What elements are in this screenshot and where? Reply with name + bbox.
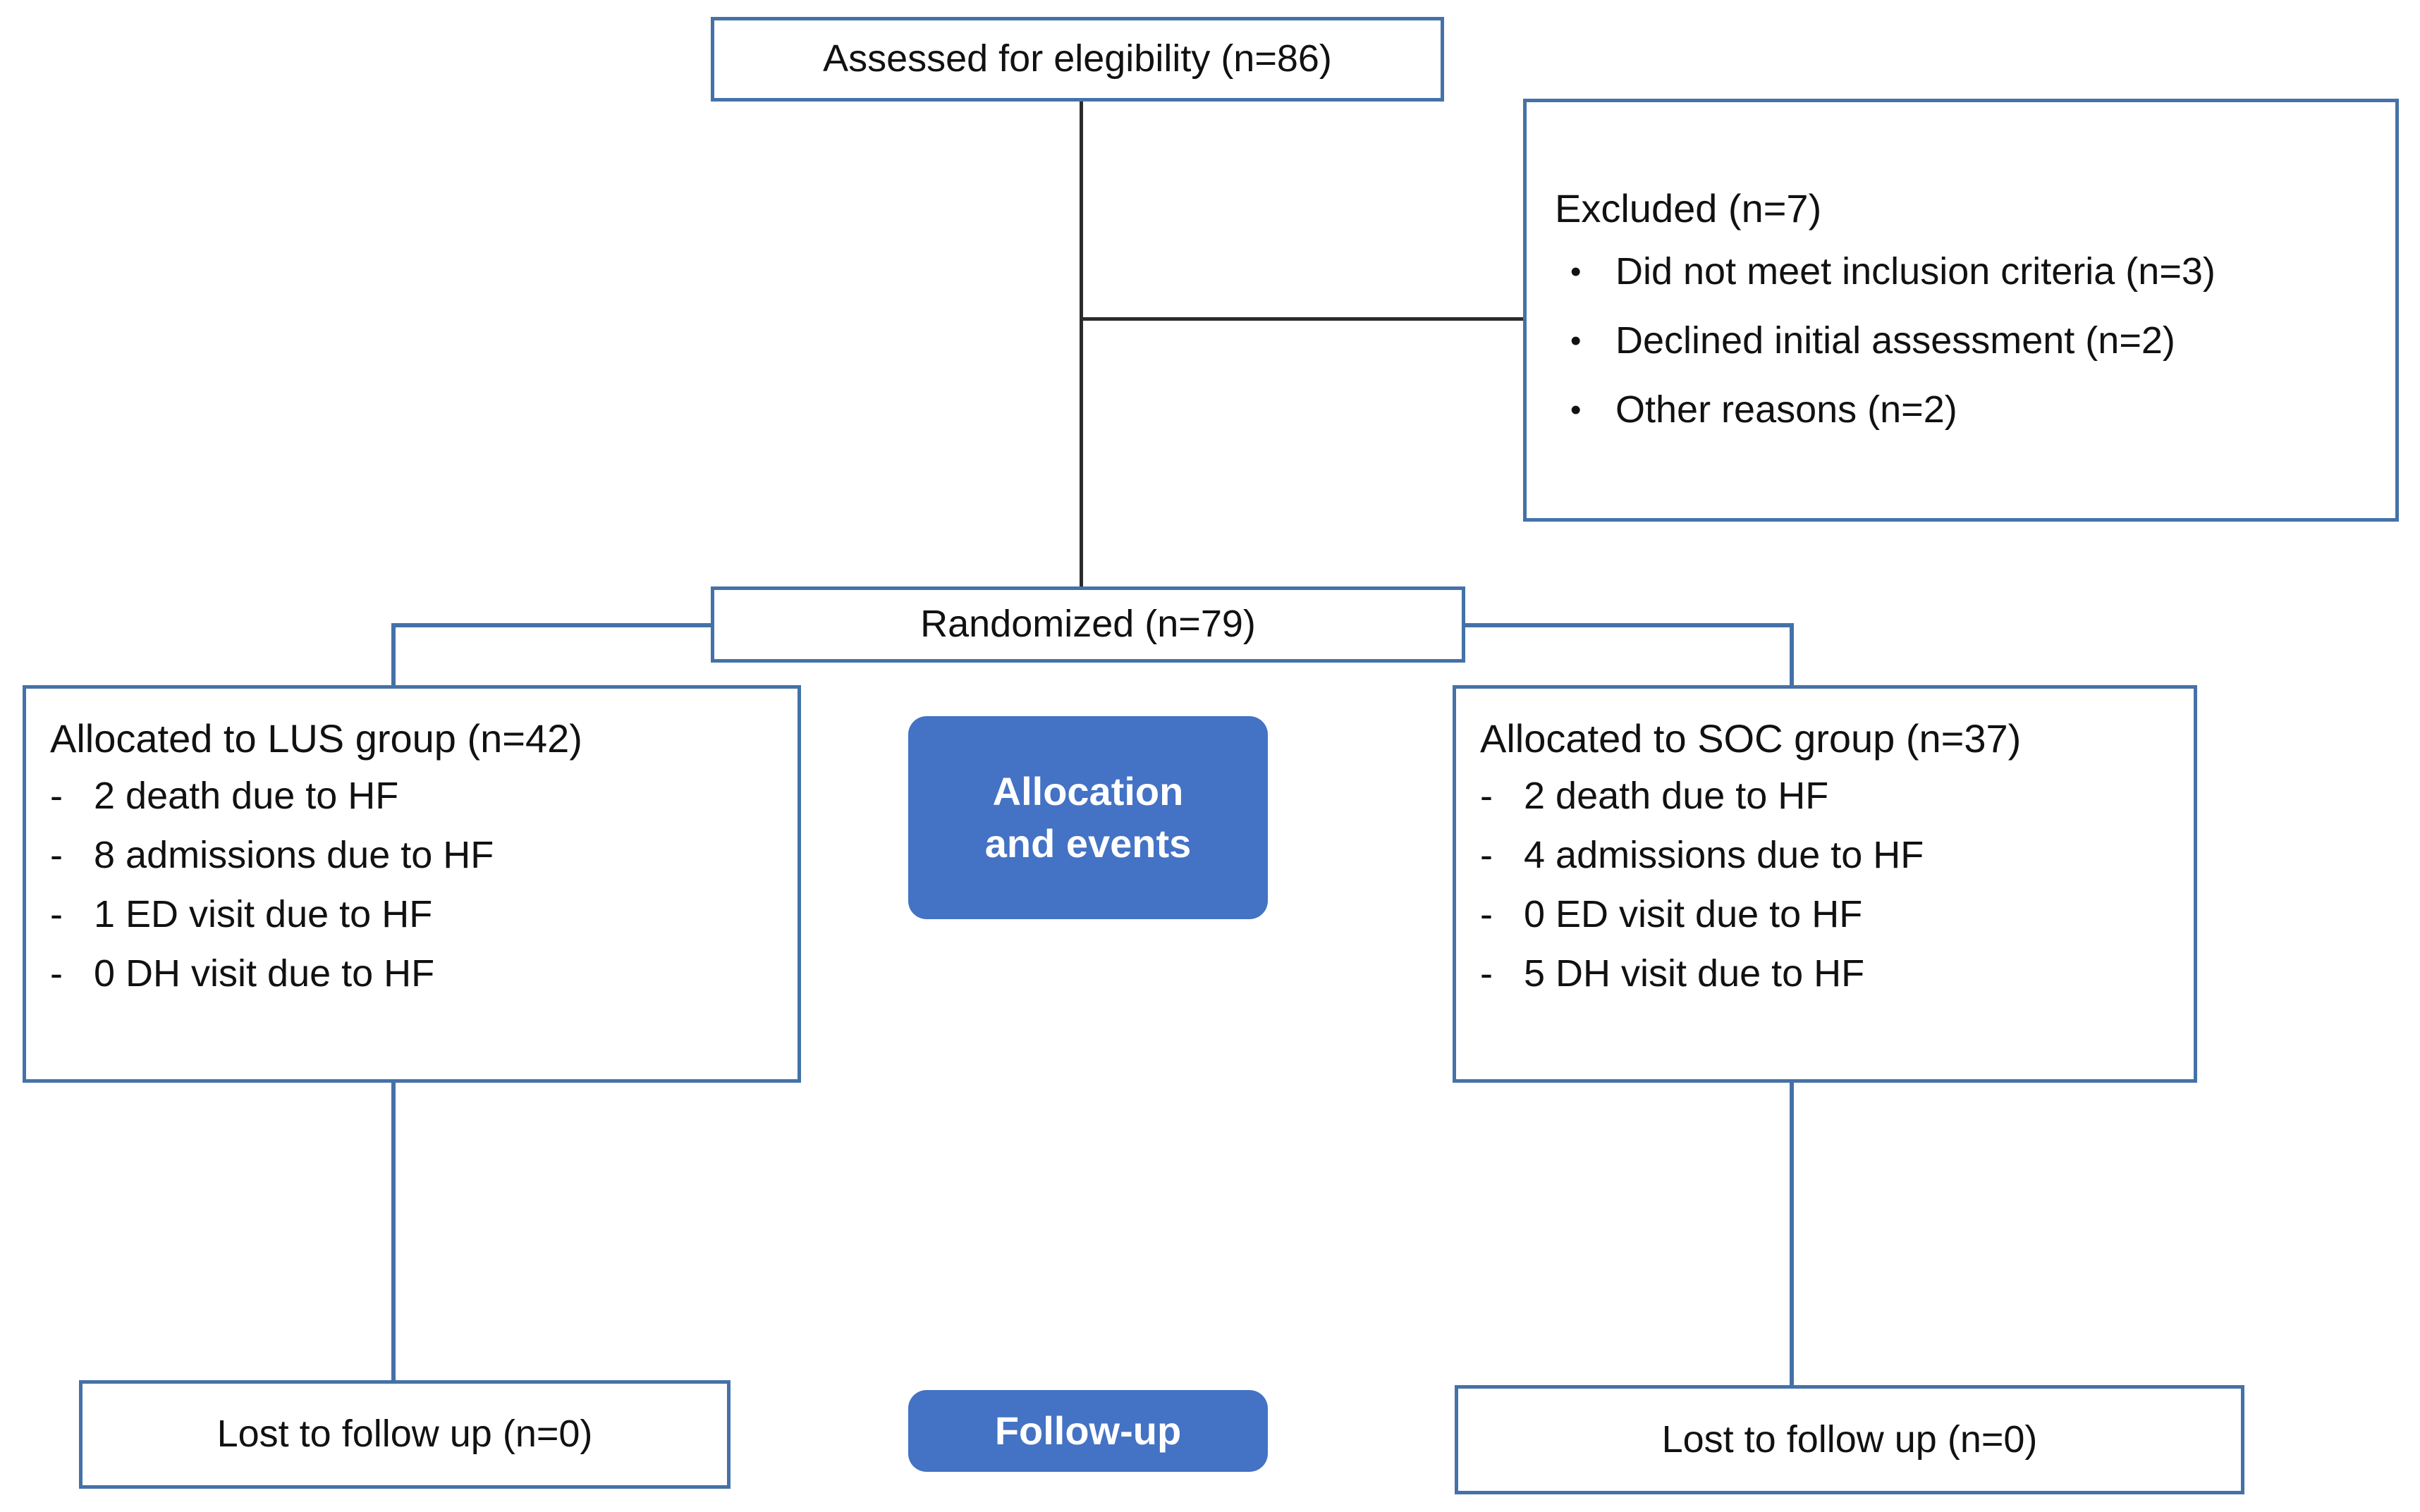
stage-badge-allocation-line2: and events — [984, 821, 1192, 866]
list-item: - 0 DH visit due to HF — [50, 952, 798, 995]
list-item: • Did not meet inclusion criteria (n=3) — [1555, 250, 2395, 295]
stage-badge-follow-up-label: Follow-up — [994, 1408, 1182, 1453]
dash-icon: - — [1480, 775, 1493, 817]
list-item: • Declined initial assessment (n=2) — [1555, 319, 2395, 364]
list-item: - 8 admissions due to HF — [50, 833, 798, 877]
list-item: - 0 ED visit due to HF — [1480, 892, 2194, 936]
lus-event-label: 2 death due to HF — [94, 775, 399, 817]
bullet-icon: • — [1570, 392, 1582, 427]
bullet-icon: • — [1570, 323, 1582, 358]
excluded-reason-label: Did not meet inclusion criteria (n=3) — [1615, 250, 2216, 293]
lost-to-followup-lus-label: Lost to follow up (n=0) — [216, 1413, 593, 1456]
bullet-icon: • — [1570, 254, 1582, 289]
stage-badge-allocation: Allocation and events — [908, 716, 1268, 919]
list-item: - 5 DH visit due to HF — [1480, 952, 2194, 995]
excluded-reason-label: Other reasons (n=2) — [1615, 388, 1957, 431]
soc-event-list: - 2 death due to HF - 4 admissions due t… — [1480, 774, 2194, 995]
lost-to-followup-soc-label: Lost to follow up (n=0) — [1661, 1418, 2038, 1461]
stage-badge-allocation-line1: Allocation — [992, 769, 1184, 814]
dash-icon: - — [50, 952, 63, 995]
dash-icon: - — [50, 834, 63, 876]
assessed-for-eligibility-label: Assessed for elegibility (n=86) — [823, 37, 1332, 80]
lus-event-label: 8 admissions due to HF — [94, 834, 494, 876]
dash-icon: - — [50, 893, 63, 935]
stage-badge-follow-up: Follow-up — [908, 1390, 1268, 1472]
list-item: - 2 death due to HF — [1480, 774, 2194, 818]
connector-trunk-to-excluded — [1080, 317, 1525, 321]
lus-event-label: 0 DH visit due to HF — [94, 952, 435, 995]
connector-soc-to-followup — [1790, 1078, 1794, 1387]
soc-event-label: 0 ED visit due to HF — [1524, 893, 1863, 935]
randomized-box: Randomized (n=79) — [711, 586, 1465, 663]
lus-event-list: - 2 death due to HF - 8 admissions due t… — [50, 774, 798, 995]
dash-icon: - — [1480, 893, 1493, 935]
lus-event-label: 1 ED visit due to HF — [94, 893, 433, 935]
dash-icon: - — [50, 775, 63, 817]
allocated-soc-title: Allocated to SOC group (n=37) — [1480, 716, 2022, 761]
list-item: - 2 death due to HF — [50, 774, 798, 818]
excluded-reason-label: Declined initial assessment (n=2) — [1615, 319, 2175, 362]
excluded-title: Excluded (n=7) — [1555, 186, 1822, 231]
randomized-label: Randomized (n=79) — [920, 603, 1256, 646]
connector-assessed-to-randomized — [1080, 100, 1083, 588]
allocated-lus-box: Allocated to LUS group (n=42) - 2 death … — [23, 685, 801, 1083]
list-item: • Other reasons (n=2) — [1555, 388, 2395, 433]
soc-event-label: 4 admissions due to HF — [1524, 834, 1924, 876]
list-item: - 1 ED visit due to HF — [50, 892, 798, 936]
dash-icon: - — [1480, 952, 1493, 995]
allocated-lus-title: Allocated to LUS group (n=42) — [50, 716, 582, 761]
soc-event-label: 5 DH visit due to HF — [1524, 952, 1865, 995]
lost-to-followup-lus-box: Lost to follow up (n=0) — [79, 1380, 731, 1489]
allocated-soc-box: Allocated to SOC group (n=37) - 2 death … — [1453, 685, 2197, 1083]
connector-randomized-left-vertical — [391, 623, 396, 688]
list-item: - 4 admissions due to HF — [1480, 833, 2194, 877]
dash-icon: - — [1480, 834, 1493, 876]
connector-randomized-right-horizontal — [1462, 623, 1794, 627]
soc-event-label: 2 death due to HF — [1524, 775, 1829, 817]
connector-randomized-right-vertical — [1790, 623, 1794, 688]
connector-randomized-left-horizontal — [391, 623, 713, 627]
excluded-box: Excluded (n=7) • Did not meet inclusion … — [1523, 99, 2399, 522]
connector-lus-to-followup — [391, 1078, 396, 1383]
lost-to-followup-soc-box: Lost to follow up (n=0) — [1455, 1385, 2244, 1494]
assessed-for-eligibility-box: Assessed for elegibility (n=86) — [711, 17, 1444, 102]
excluded-reason-list: • Did not meet inclusion criteria (n=3) … — [1555, 250, 2395, 432]
